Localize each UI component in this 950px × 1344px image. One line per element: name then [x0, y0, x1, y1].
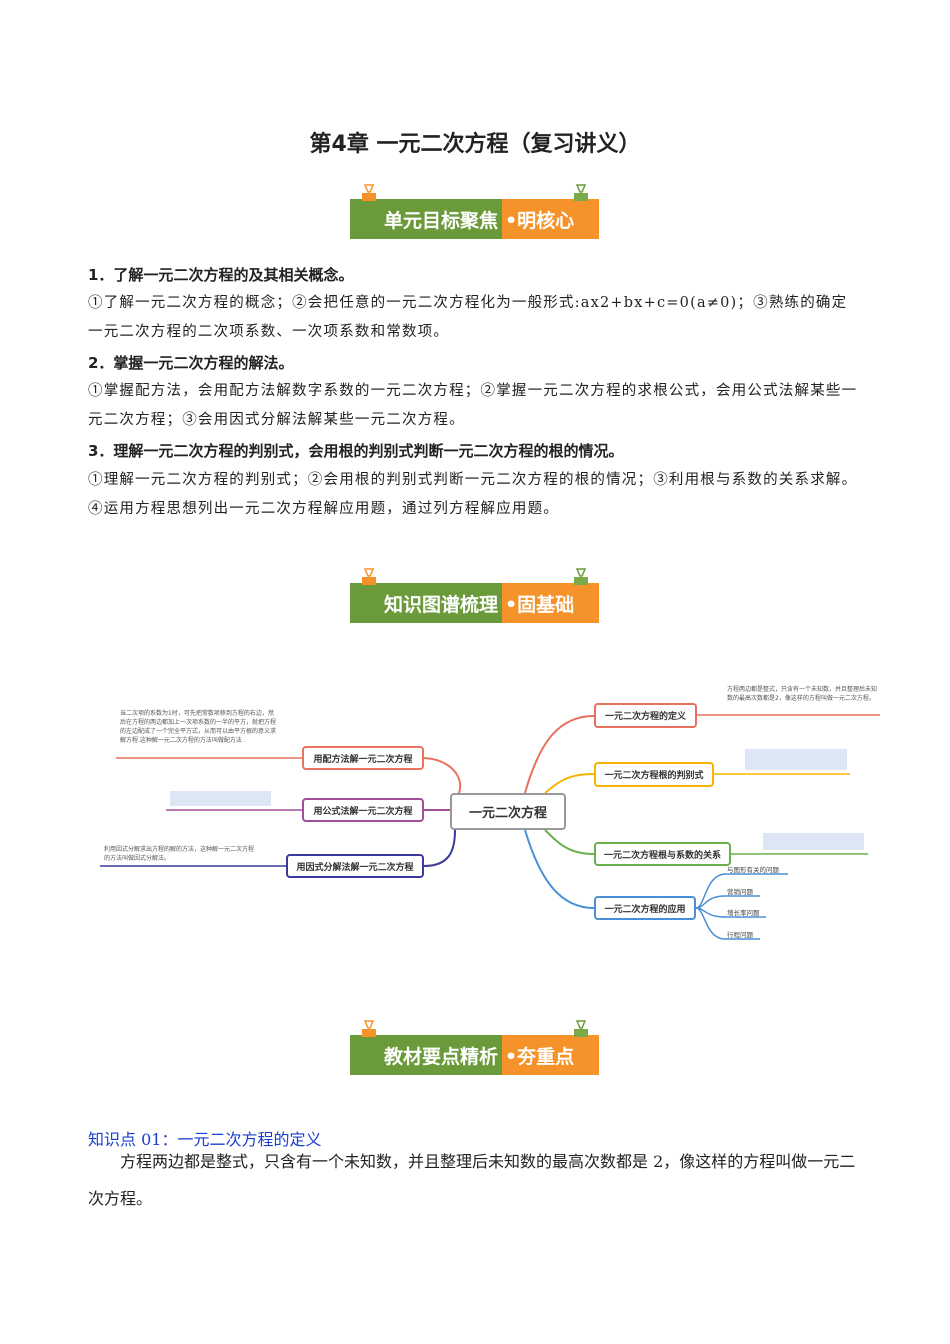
banner-knowledge-map: 知识图谱梳理 •固基础	[350, 568, 599, 623]
banner-left: 单元目标聚焦	[350, 199, 502, 239]
goal-text: ①掌握配方法，会用配方法解数字系数的一元二次方程；②掌握一元二次方程的求根公式，…	[88, 383, 858, 428]
mindmap-leaf: 行程问题	[727, 931, 753, 939]
banner-unit-goals: 单元目标聚焦 •明核心	[350, 184, 599, 239]
mindmap-node: 一元二次方程根的判别式	[594, 762, 714, 787]
binder-clip-icon	[574, 184, 588, 201]
banner-left: 知识图谱梳理	[350, 583, 502, 623]
mindmap-note: 当二次项的系数为1时，可先把常数项移到方程的右边，然后在方程的两边都加上一次项系…	[120, 710, 277, 744]
binder-clip-icon	[574, 568, 588, 585]
mindmap-leaf: 营销问题	[727, 888, 753, 896]
formula-image	[763, 833, 864, 850]
banner-right: •固基础	[502, 583, 599, 623]
goal-heading: 1．了解一元二次方程的及其相关概念。	[88, 266, 354, 284]
mindmap-note: 方程两边都是整式，只含有一个未知数，并且整理后未知数的最高次数都是2，像这样的方…	[727, 686, 878, 702]
mindmap-node: 用公式法解一元二次方程	[302, 798, 424, 822]
goal-text: ①理解一元二次方程的判别式；②会用根的判别式判断一元二次方程的根的情况；③利用根…	[88, 472, 858, 517]
formula-image	[170, 791, 271, 806]
banner-right: •明核心	[502, 199, 599, 239]
goal-text: ①了解一元二次方程的概念；②会把任意的一元二次方程化为一般形式:ax2+bx+c…	[88, 295, 848, 340]
mindmap-leaf: 增长率问题	[727, 909, 760, 917]
binder-clip-icon	[362, 1020, 376, 1037]
mindmap-node: 用配方法解一元二次方程	[302, 746, 424, 770]
banner-left: 教材要点精析	[350, 1035, 502, 1075]
goal-heading: 2．掌握一元二次方程的解法。	[88, 354, 294, 372]
formula-image	[745, 749, 847, 770]
knowledge-point-text: 方程两边都是整式，只含有一个未知数，并且整理后未知数的最高次数都是 2，像这样的…	[88, 1152, 856, 1208]
mindmap-center-node: 一元二次方程	[450, 793, 566, 830]
mindmap-node: 一元二次方程的定义	[594, 703, 697, 728]
mindmap-node: 一元二次方程根与系数的关系	[594, 842, 731, 866]
binder-clip-icon	[574, 1020, 588, 1037]
page-title: 第4章 一元二次方程（复习讲义）	[309, 132, 641, 157]
banner-right: •夯重点	[502, 1035, 599, 1075]
goal-heading: 3．理解一元二次方程的判别式，会用根的判别式判断一元二次方程的根的情况。	[88, 442, 624, 460]
mindmap-note: 利用因式分解求出方程的解的方法，这种解一元二次方程的方法叫做因式分解法。	[104, 846, 255, 862]
binder-clip-icon	[362, 184, 376, 201]
mindmap-node: 一元二次方程的应用	[594, 896, 696, 920]
mindmap-leaf: 与图形有关的问题	[727, 866, 779, 874]
binder-clip-icon	[362, 568, 376, 585]
banner-key-points: 教材要点精析 •夯重点	[350, 1020, 599, 1075]
mindmap-node: 用因式分解法解一元二次方程	[286, 854, 424, 878]
knowledge-point-title: 知识点 01：一元二次方程的定义	[88, 1130, 322, 1149]
